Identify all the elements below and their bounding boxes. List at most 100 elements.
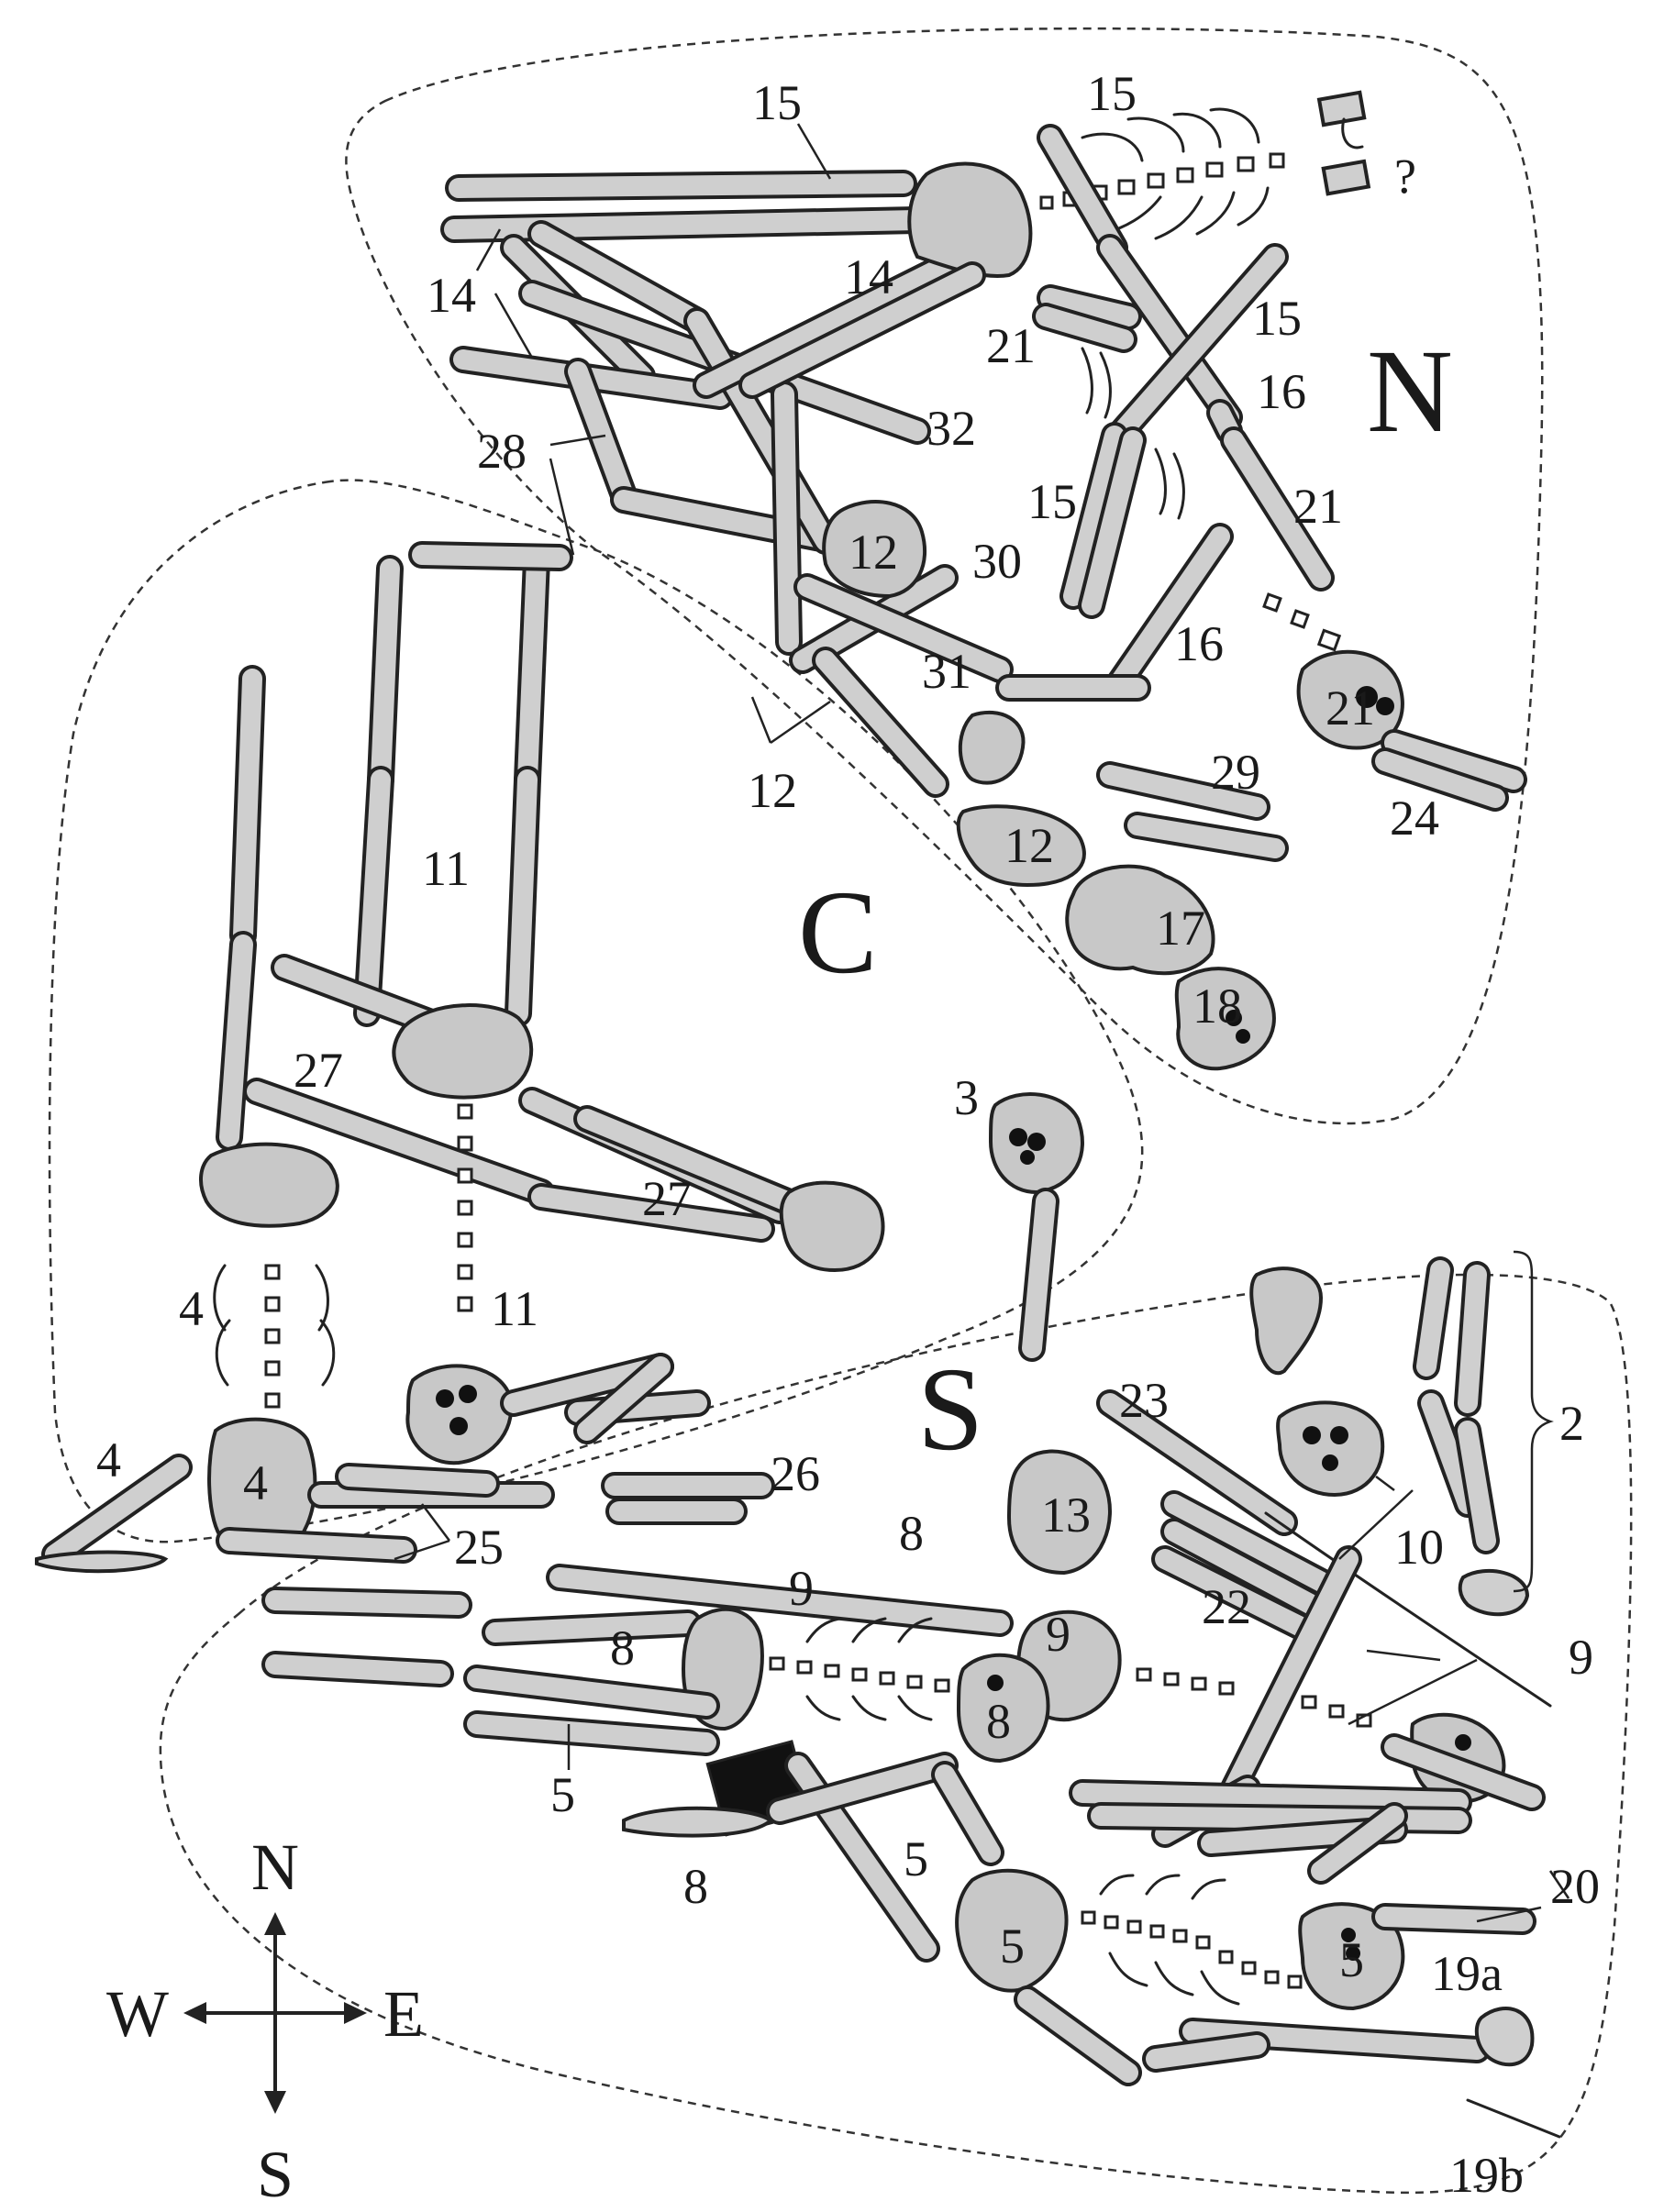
label-14: 14 (427, 268, 476, 323)
long-bone (1307, 1802, 1408, 1885)
pelvis-12c (956, 804, 1086, 888)
long-bone (1014, 1985, 1142, 2086)
label-9: 9 (789, 1561, 814, 1616)
individual-labels: 15 15 ? 14 14 21 15 16 32 28 15 21 12 30… (96, 66, 1600, 2203)
fragment (1316, 90, 1367, 127)
label-25: 25 (454, 1520, 504, 1575)
label-question: ? (1394, 149, 1416, 204)
label-14: 14 (844, 249, 893, 304)
ribs (1099, 1874, 1240, 2006)
ribs (213, 1264, 336, 1387)
label-27: 27 (294, 1043, 343, 1098)
long-bone (505, 766, 541, 1027)
label-5: 5 (1000, 1919, 1025, 1974)
long-bone (931, 1761, 1004, 1866)
long-bone (1454, 1261, 1491, 1417)
label-26: 26 (771, 1446, 820, 1501)
label-5: 5 (904, 1831, 928, 1886)
long-bone (1458, 1569, 1530, 1617)
label-27: 27 (642, 1171, 692, 1226)
leader-lines (394, 123, 1570, 1923)
compass-west-label: W (106, 1977, 169, 2051)
long-bone (1220, 426, 1335, 592)
compass-east-label: E (383, 1977, 424, 2051)
compass-south-label: S (257, 2138, 294, 2211)
label-19a: 19a (1431, 1946, 1503, 2001)
skull-18 (1174, 967, 1276, 1071)
south-zone-bones (216, 1256, 1561, 2139)
pelvis-11 (392, 1003, 534, 1100)
vertebral-column (1081, 1910, 1303, 1989)
label-10: 10 (1394, 1520, 1444, 1575)
long-bone (353, 766, 394, 1027)
label-23: 23 (1119, 1373, 1169, 1428)
label-4: 4 (243, 1455, 268, 1510)
label-22: 22 (1202, 1579, 1251, 1634)
long-bone (1381, 729, 1527, 793)
label-4: 4 (96, 1432, 121, 1488)
long-bone (1413, 1256, 1454, 1380)
label-32: 32 (926, 401, 976, 456)
long-bone (367, 555, 404, 793)
long-bone (514, 546, 550, 793)
label-12: 12 (1004, 818, 1054, 873)
label-3: 3 (954, 1070, 979, 1125)
long-bone (573, 1353, 674, 1444)
ribs (805, 1617, 933, 1721)
central-zone-bones (35, 541, 1084, 1574)
label-16: 16 (1257, 364, 1306, 419)
label-24: 24 (1390, 791, 1439, 846)
long-bone (463, 1665, 720, 1720)
label-11: 11 (422, 841, 470, 896)
long-bone (527, 1183, 775, 1243)
long-bone (216, 931, 257, 1151)
long-bone (271, 954, 445, 1036)
skull-8 (956, 1653, 1050, 1764)
long-bone (1069, 1779, 1472, 1816)
label-15: 15 (1027, 474, 1077, 529)
label-30: 30 (972, 534, 1022, 589)
long-bone (1096, 234, 1243, 431)
long-bone (408, 541, 573, 571)
long-bone (766, 1752, 959, 1825)
compass-rose: N S W E (106, 1830, 424, 2211)
zone-label-north: N (1367, 326, 1453, 458)
long-bone (1151, 1545, 1316, 1642)
label-9: 9 (1569, 1630, 1593, 1685)
long-bone (482, 1609, 702, 1646)
vertebral-column (1136, 1667, 1372, 1728)
label-15: 15 (1087, 66, 1137, 121)
long-bone (335, 1463, 500, 1498)
label-18: 18 (1192, 979, 1242, 1034)
label-15: 15 (1252, 291, 1302, 346)
long-bone (546, 1564, 1014, 1637)
vertebral-column (264, 1264, 281, 1409)
long-bone (527, 220, 711, 335)
label-12: 12 (748, 763, 797, 818)
long-bone (41, 1454, 193, 1568)
vertebral-column (457, 1103, 473, 1312)
label-8: 8 (986, 1694, 1011, 1749)
label-8: 8 (899, 1506, 924, 1561)
bracket-2 (1513, 1250, 1554, 1593)
long-bone (1037, 124, 1128, 261)
compass-north-label: N (251, 1830, 299, 1904)
skull-17 (1065, 864, 1215, 976)
label-20: 20 (1550, 1859, 1600, 1914)
label-11: 11 (491, 1281, 538, 1336)
long-bone (229, 665, 266, 949)
label-21: 21 (1293, 479, 1343, 534)
long-bone (35, 1550, 169, 1574)
label-21: 21 (1326, 680, 1375, 735)
long-bone (1101, 243, 1289, 454)
label-9: 9 (1046, 1607, 1070, 1662)
long-bone (1078, 426, 1147, 619)
pelvis-14 (907, 161, 1033, 278)
long-bone (1037, 284, 1142, 330)
long-bone (1371, 747, 1509, 812)
long-bone (1105, 523, 1234, 697)
label-28: 28 (477, 424, 527, 479)
label-16: 16 (1174, 616, 1224, 671)
fragment (1321, 159, 1371, 196)
